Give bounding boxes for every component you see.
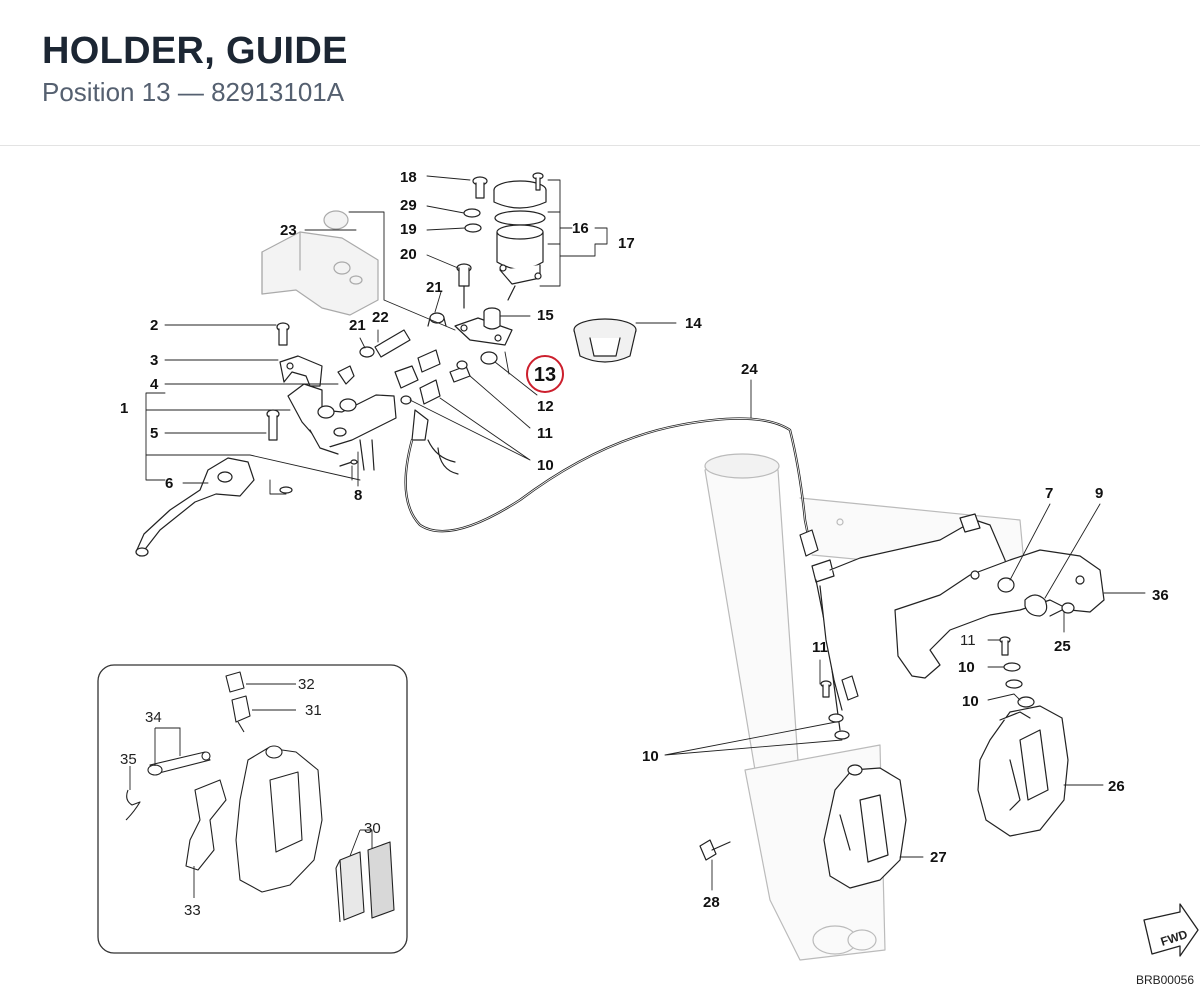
callout-23: 23 (280, 222, 297, 239)
callout-18: 18 (400, 169, 417, 186)
callout-25: 25 (1054, 638, 1071, 655)
callout-12: 12 (537, 398, 554, 415)
page-title: HOLDER, GUIDE (42, 30, 348, 72)
seal-19 (464, 223, 482, 233)
screw-5 (266, 409, 280, 441)
inset-caliper (235, 745, 323, 893)
bolt-11-left (820, 680, 832, 698)
callout-20: 20 (400, 246, 417, 263)
callout-9: 9 (1095, 485, 1103, 502)
callout-32: 32 (298, 676, 315, 693)
highlight-ring[interactable] (526, 355, 564, 393)
brake-pads-30 (335, 841, 395, 923)
page-subtitle: Position 13 — 82913101A (42, 77, 345, 107)
callout-35: 35 (120, 751, 137, 768)
callout-27: 27 (930, 849, 947, 866)
callout-11-left: 11 (812, 639, 828, 656)
bleed-cap-32 (225, 671, 245, 693)
callout-10-top: 10 (537, 457, 554, 474)
callout-16: 16 (572, 220, 589, 237)
clamp-3 (279, 355, 323, 387)
callout-2: 2 (150, 317, 158, 334)
callout-31: 31 (305, 702, 322, 719)
hose-clamp-21-b (359, 346, 375, 358)
callout-11-top: 11 (537, 425, 553, 442)
callout-22: 22 (372, 309, 389, 326)
callout-1: 1 (120, 400, 128, 417)
handlebar-clamp (261, 210, 379, 316)
master-cylinder (287, 383, 397, 455)
callout-4: 4 (150, 376, 159, 393)
forward-direction-arrow: FWD (1143, 903, 1199, 957)
callout-7: 7 (1045, 485, 1053, 502)
pad-pin-34 (147, 751, 211, 776)
washer-10-left-a (828, 713, 844, 723)
caliper-bracket-36 (894, 549, 1105, 679)
callout-29: 29 (400, 197, 417, 214)
hose-22 (374, 329, 411, 358)
pad-spring-33 (185, 779, 227, 871)
callout-28: 28 (703, 894, 720, 911)
callout-labels: 18 29 19 20 23 16 17 21 15 14 2 21 22 3 … (120, 169, 1169, 911)
brake-line-splitter (799, 513, 1013, 731)
bolt-11-right (999, 636, 1011, 656)
bleed-valve-31 (231, 695, 251, 733)
reservoir-cap-screw (532, 172, 544, 191)
callout-36: 36 (1152, 587, 1169, 604)
leader-lines (145, 175, 1146, 891)
brake-switch-wire (427, 439, 459, 475)
screw-20 (456, 263, 472, 309)
fitting-4 (337, 365, 355, 385)
pivot-parts-8 (279, 439, 375, 494)
callout-11-right: 11 (960, 632, 976, 649)
callout-24: 24 (741, 361, 758, 378)
callout-19: 19 (400, 221, 417, 238)
callout-21-mid: 21 (349, 317, 366, 334)
cover-14 (573, 318, 637, 363)
clip-9 (1024, 594, 1048, 617)
nut-12 (480, 351, 498, 365)
callout-10-left: 10 (642, 748, 659, 765)
callout-33: 33 (184, 902, 201, 919)
callout-8: 8 (354, 487, 362, 504)
callout-17: 17 (618, 235, 635, 252)
callout-10-right-a: 10 (958, 659, 975, 676)
screw-25 (1049, 602, 1075, 617)
callout-5: 5 (150, 425, 158, 442)
drawing-code: BRB00056 (1136, 973, 1194, 987)
callout-13-highlighted: 13 (534, 364, 556, 386)
bushing-15 (483, 307, 501, 330)
screw-2 (276, 322, 290, 346)
screw-18 (472, 176, 488, 199)
callout-14: 14 (685, 315, 702, 332)
callout-15: 15 (537, 307, 554, 324)
bolt-28 (699, 839, 731, 861)
washer-29 (463, 208, 481, 218)
washer-10-right-a (1003, 662, 1021, 672)
spring-clip-35 (125, 789, 141, 821)
leader-30 (349, 829, 373, 857)
callout-3: 3 (150, 352, 158, 369)
caliper-26 (977, 696, 1069, 837)
callout-21-top: 21 (426, 279, 443, 296)
callout-10-right-b: 10 (962, 693, 979, 710)
inset-panel: 32 31 34 35 30 33 (97, 664, 408, 954)
leader-34 (154, 727, 181, 766)
guide-holder-plate (454, 317, 513, 346)
callout-34: 34 (145, 709, 162, 726)
washer-10-right-b (1005, 679, 1023, 689)
washer-7 (997, 577, 1015, 593)
callout-6: 6 (165, 475, 173, 492)
banjo-fittings (394, 349, 471, 441)
callout-26: 26 (1108, 778, 1125, 795)
brake-lever-6 (135, 457, 255, 557)
washer-10-left-b (834, 730, 850, 740)
caliper-27 (823, 764, 907, 889)
brake-fluid-reservoir (493, 180, 547, 301)
callout-30: 30 (364, 820, 381, 837)
header: HOLDER, GUIDE Position 13 — 82913101A (0, 0, 1200, 146)
